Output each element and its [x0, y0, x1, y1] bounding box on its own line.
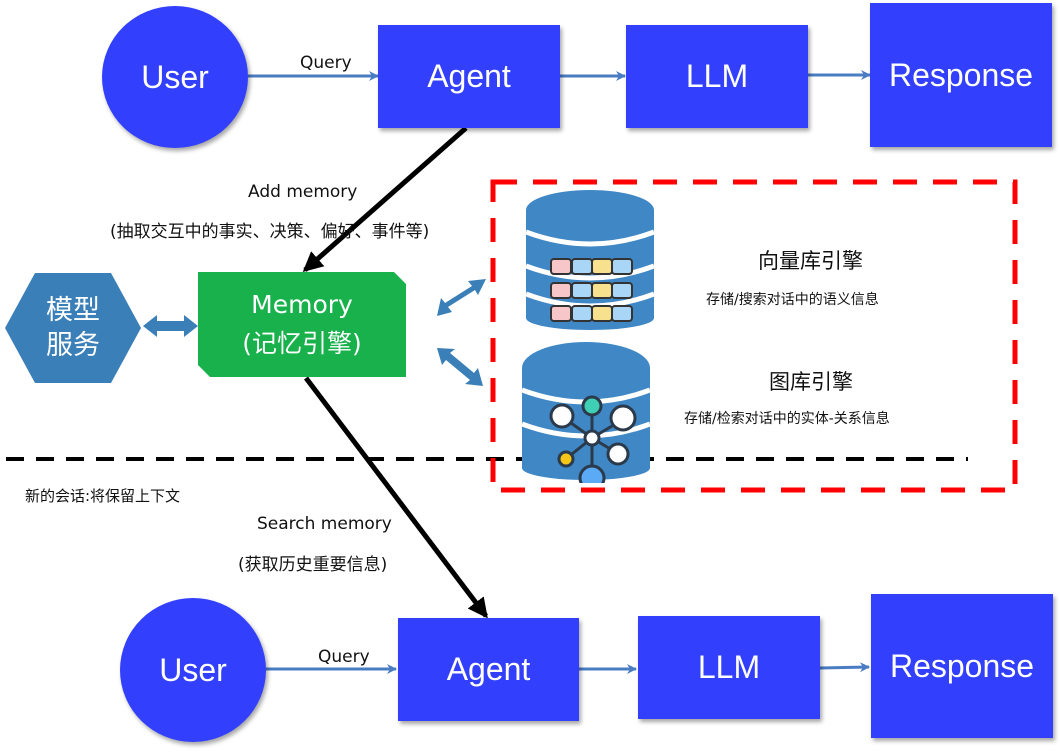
user-label: User: [159, 651, 227, 688]
search-memory-label: Search memory: [257, 514, 392, 534]
user-node-top: User: [102, 6, 248, 148]
model-service-line2: 服务: [46, 330, 100, 361]
arrow-llm-response-bottom: [819, 662, 870, 673]
agent-label: Agent: [446, 651, 531, 687]
response-node-top: Response: [870, 3, 1052, 147]
vector-engine-title: 向量库引擎: [758, 249, 863, 273]
arrow-add-memory: [302, 126, 468, 272]
query-label-bottom: Query: [318, 647, 370, 667]
add-memory-label: Add memory: [248, 182, 358, 202]
model-service-node: 模型 服务: [5, 273, 141, 383]
graph-engine-title: 图库引擎: [769, 370, 853, 394]
new-session-note: 新的会话:将保留上下文: [25, 487, 181, 505]
graph-engine-desc: 存储/检索对话中的实体-关系信息: [684, 411, 890, 427]
llm-label: LLM: [685, 58, 749, 94]
user-label: User: [141, 58, 209, 95]
bidirectional-arrow-memory-graph: [437, 348, 483, 386]
agent-label: Agent: [427, 58, 511, 94]
agent-node-top: Agent: [378, 25, 560, 128]
memory-subtitle: (记忆引擎): [242, 329, 362, 358]
storage-group-box: [490, 179, 1018, 493]
hexagon-shape: [5, 273, 141, 383]
add-memory-detail: (抽取交互中的事实、决策、偏好、事件等): [110, 222, 430, 242]
arrow-search-memory: [304, 376, 488, 619]
response-label: Response: [888, 56, 1034, 93]
bidirectional-arrow-memory-vector: [437, 279, 486, 316]
llm-label: LLM: [697, 649, 761, 685]
search-memory-detail: (获取历史重要信息): [238, 555, 388, 575]
user-node-bottom: User: [120, 598, 266, 742]
response-label: Response: [889, 647, 1035, 684]
model-service-line1: 模型: [46, 295, 100, 326]
memory-title: Memory: [251, 290, 353, 319]
graph-database-icon: [522, 342, 651, 483]
llm-node-top: LLM: [626, 25, 808, 128]
memory-engine-node: Memory (记忆引擎): [198, 272, 406, 377]
llm-node-bottom: LLM: [638, 616, 820, 719]
vector-engine-desc: 存储/搜索对话中的语义信息: [706, 292, 879, 308]
bidirectional-arrow-model-memory: [143, 315, 198, 337]
vector-database-icon: [526, 190, 655, 330]
response-node-bottom: Response: [871, 594, 1053, 738]
memory-shape: [198, 272, 406, 377]
agent-node-bottom: Agent: [398, 618, 579, 721]
query-label-top: Query: [300, 53, 352, 73]
